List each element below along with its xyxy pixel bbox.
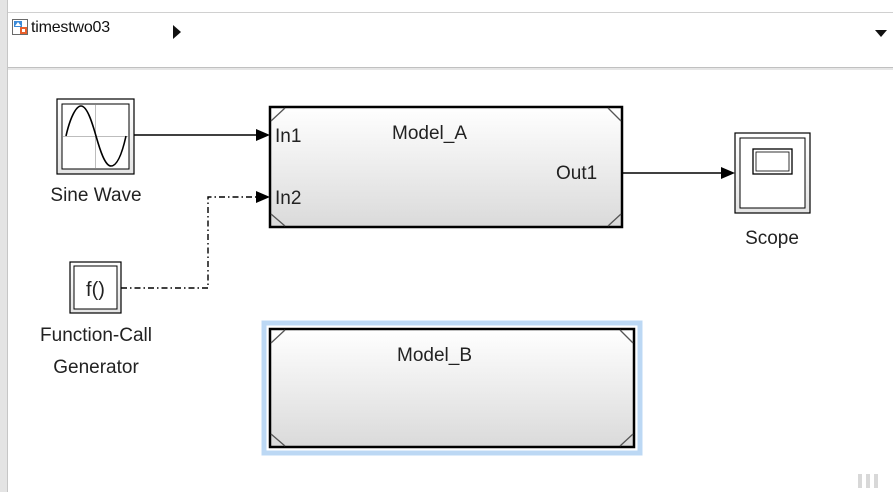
function-call-label-line1: Function-Call [40, 325, 152, 346]
breadcrumb-expand-icon[interactable] [173, 25, 181, 39]
function-call-generator-block[interactable] [69, 261, 122, 314]
signal-function-call-to-in2[interactable] [121, 191, 270, 289]
sine-wave-icon [65, 105, 127, 167]
explorer-bar-menu-icon[interactable] [875, 30, 887, 37]
scope-block[interactable] [734, 132, 811, 214]
explorer-bar [8, 12, 893, 68]
model-a-port-in1: In1 [275, 126, 302, 147]
model-a-block[interactable] [268, 105, 624, 229]
window-left-edge [0, 0, 8, 492]
function-call-glyph: f() [86, 279, 105, 301]
scope-label: Scope [745, 228, 799, 249]
explorer-bar-divider [8, 68, 893, 70]
breadcrumb-model-name[interactable]: timestwo03 [31, 19, 110, 36]
model-a-title: Model_A [392, 123, 467, 144]
scope-screen-icon [752, 148, 793, 175]
model-b-title: Model_B [397, 345, 472, 366]
sine-wave-label: Sine Wave [50, 185, 142, 206]
signal-out1-to-scope[interactable] [622, 167, 735, 179]
resize-grip-icon[interactable] [858, 474, 862, 488]
model-b-block[interactable] [261, 320, 643, 456]
signal-sine-to-in1[interactable] [134, 129, 270, 141]
sine-wave-block[interactable] [56, 98, 135, 175]
model-a-port-in2: In2 [275, 188, 302, 209]
function-call-label-line2: Generator [53, 357, 139, 378]
model-a-port-out1: Out1 [556, 163, 598, 184]
model-icon[interactable] [12, 19, 28, 35]
resize-grip-icon[interactable] [866, 474, 870, 488]
resize-grip-icon[interactable] [874, 474, 878, 488]
